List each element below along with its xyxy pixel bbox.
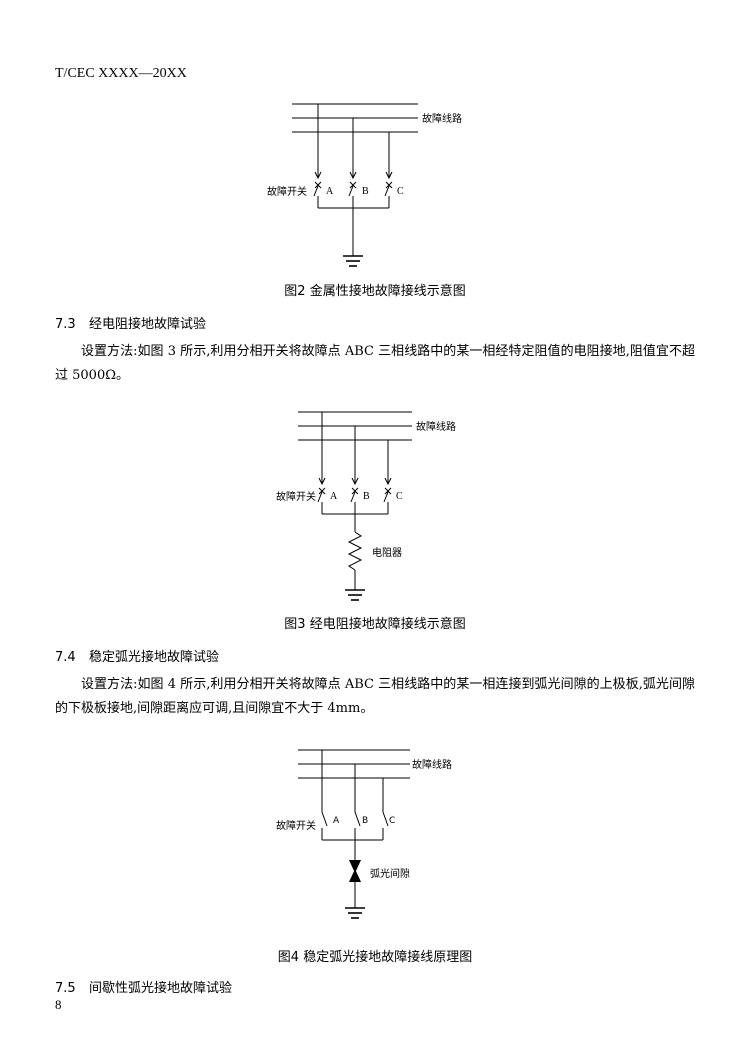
upper-plate-arrow xyxy=(349,860,361,873)
resistor-zigzag xyxy=(347,531,363,571)
section-7-4-heading: 7.4 稳定弧光接地故障试验 xyxy=(55,646,219,665)
section-7-4-number: 7.4 xyxy=(55,650,76,665)
figure-2-svg: 故障线路 故障开关 A B C xyxy=(267,103,462,267)
figure-3-caption: 图3 经电阻接地故障接线示意图 xyxy=(284,617,466,632)
figure-3-diagram: 故障线路 故障开关 A B C 电阻器 xyxy=(0,400,750,610)
fig4-switch-label: 故障开关 xyxy=(276,819,316,832)
section-7-3-title: 经电阻接地故障试验 xyxy=(89,317,207,332)
figure-3-svg: 故障线路 故障开关 A B C 电阻器 xyxy=(276,411,456,601)
fig3-resistor-label: 电阻器 xyxy=(372,546,402,559)
figure-4-svg: 故障线路 故障开关 A B C 弧光间隙 xyxy=(276,749,452,919)
fig4-phase-b: B xyxy=(362,816,368,826)
fig2-phase-a: A xyxy=(326,186,334,197)
fig4-line-label: 故障线路 xyxy=(412,758,452,771)
document-code: T/CEC XXXX—20XX xyxy=(55,66,187,81)
section-7-5-title: 间歇性弧光接地故障试验 xyxy=(89,981,233,996)
fig4-phase-a: A xyxy=(333,816,340,826)
figure-4-diagram: 故障线路 故障开关 A B C 弧光间隙 xyxy=(0,738,750,938)
section-7-4-title: 稳定弧光接地故障试验 xyxy=(89,650,220,665)
section-7-5-number: 7.5 xyxy=(55,981,76,996)
page-number: 8 xyxy=(55,997,62,1012)
section-7-3-heading: 7.3 经电阻接地故障试验 xyxy=(55,313,206,332)
fig4-gap-label: 弧光间隙 xyxy=(370,867,410,880)
fig4-phase-c: C xyxy=(389,816,395,826)
fig2-phase-b: B xyxy=(362,186,369,197)
figure-2-diagram: 故障线路 故障开关 A B C xyxy=(0,95,750,275)
fig3-phase-b: B xyxy=(363,491,370,502)
fig3-switch-label: 故障开关 xyxy=(276,490,316,503)
section-7-3-number: 7.3 xyxy=(55,317,76,332)
section-7-3-paragraph: 设置方法:如图 3 所示,利用分相开关将故障点 ABC 三相线路中的某一相经特定… xyxy=(55,344,695,383)
fig3-phase-c: C xyxy=(396,491,403,502)
section-7-5-heading: 7.5 间歇性弧光接地故障试验 xyxy=(55,977,232,996)
fig2-phase-c: C xyxy=(397,186,404,197)
fig3-phase-a: A xyxy=(330,491,338,502)
fig2-line-label: 故障线路 xyxy=(422,112,462,125)
figure-2-caption: 图2 金属性接地故障接线示意图 xyxy=(284,284,466,299)
fig3-line-label: 故障线路 xyxy=(416,420,456,433)
figure-4-caption: 图4 稳定弧光接地故障接线原理图 xyxy=(277,950,473,965)
lower-plate-arrow xyxy=(349,869,361,882)
fig2-switch-label: 故障开关 xyxy=(267,185,307,198)
section-7-4-paragraph: 设置方法:如图 4 所示,利用分相开关将故障点 ABC 三相线路中的某一相连接到… xyxy=(55,677,695,716)
